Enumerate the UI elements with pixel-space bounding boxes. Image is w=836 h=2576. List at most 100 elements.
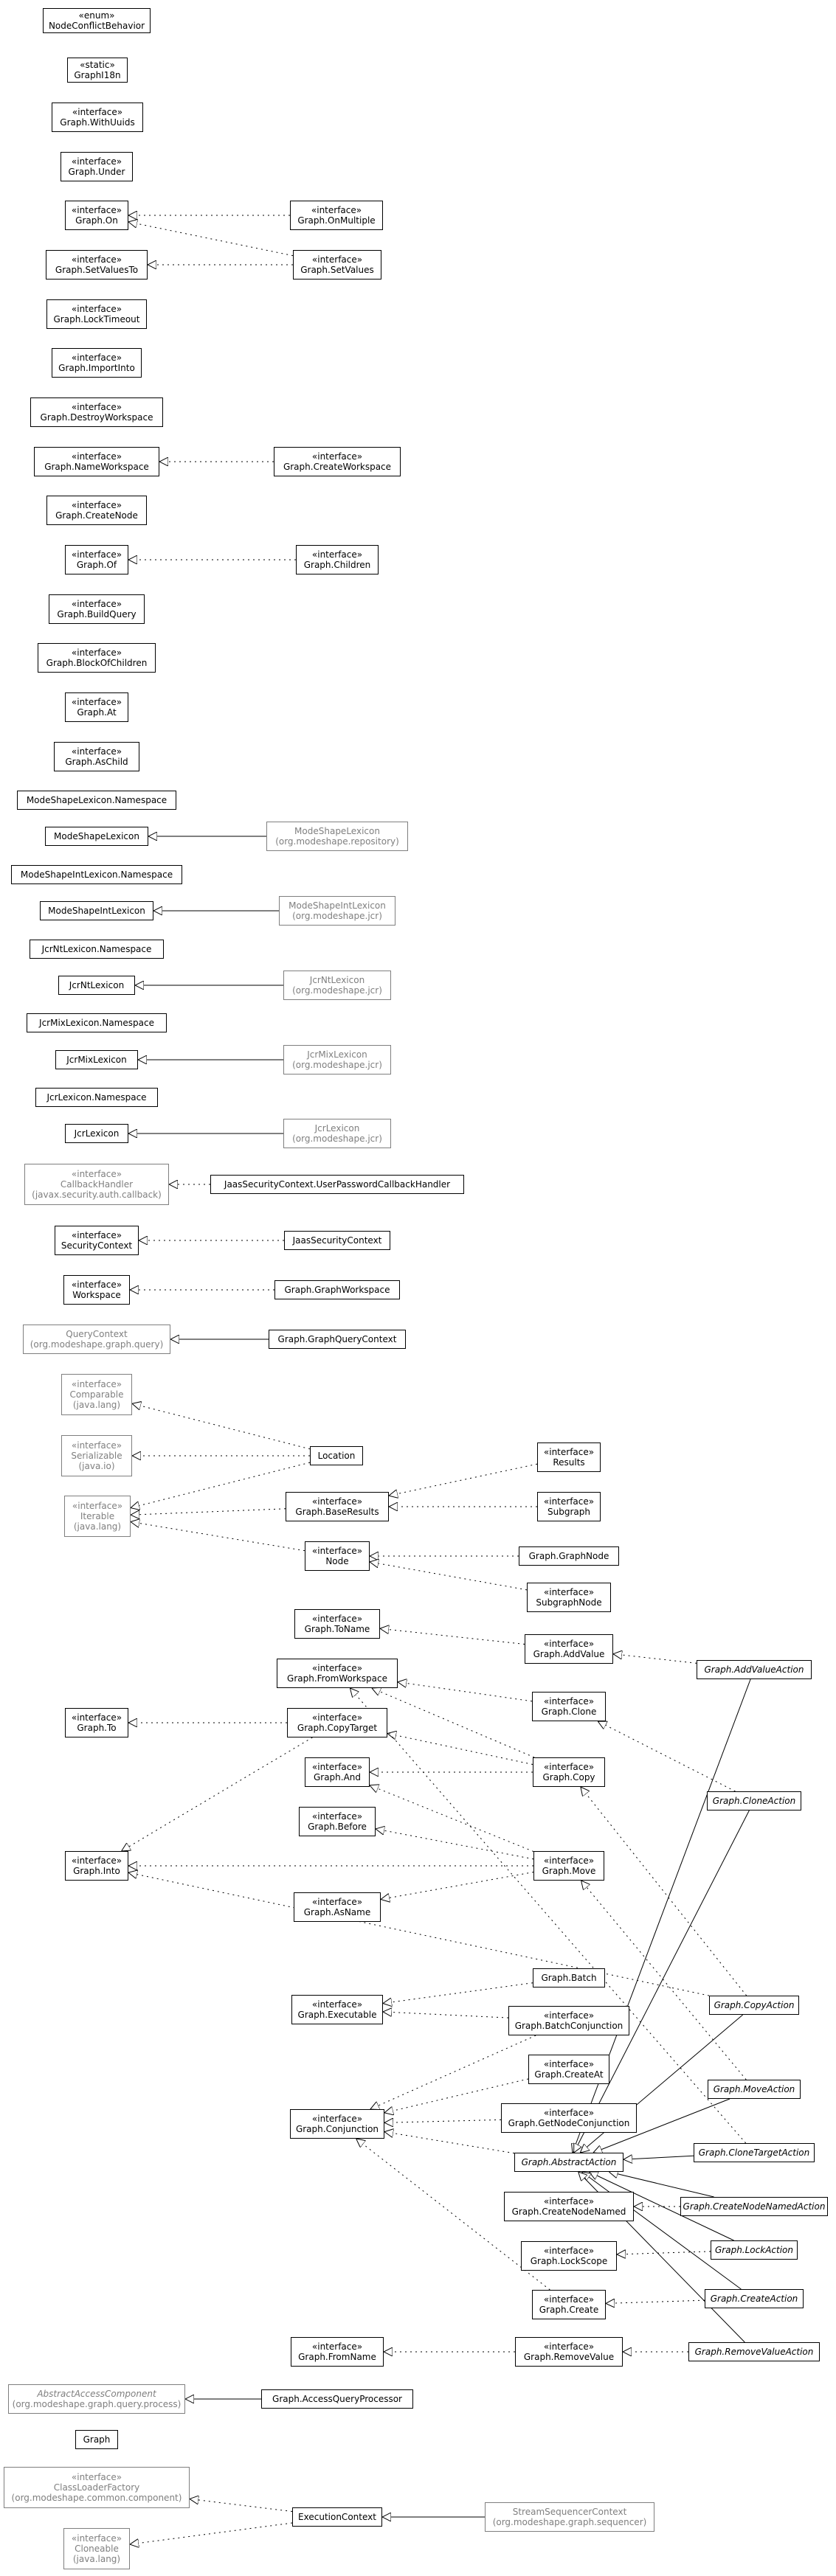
- graph-graphnode-box: Graph.GraphNode: [519, 1546, 619, 1566]
- graph-withuuids-box: «interface»Graph.WithUuids: [52, 103, 143, 132]
- copy-to-fromworkspace-realization-line: [372, 1688, 535, 1758]
- graph-fromname-box: «interface»Graph.FromName: [291, 2337, 384, 2367]
- copyaction-to-copy-realization-line: [581, 1787, 747, 1996]
- location-box: Location: [310, 1446, 363, 1465]
- graph-conjunction-box: «interface»Graph.Conjunction: [290, 2109, 384, 2139]
- graph-addvalue-box: «interface»Graph.AddValue: [525, 1634, 613, 1664]
- graph-createnodenamed-box: «interface»Graph.CreateNodeNamed: [504, 2192, 634, 2221]
- jcrntlexicon-namespace-box: JcrNtLexicon.Namespace: [30, 940, 164, 959]
- copy-to-copytarget-realization-line: [387, 1734, 533, 1766]
- graph-at-box: «interface»Graph.At: [65, 692, 128, 722]
- getnodeconjunction-to-conjunction-realization-line: [384, 2120, 502, 2122]
- graph-createnode-box: «interface»Graph.CreateNode: [46, 496, 147, 525]
- copyaction-to-into-realization-line: [128, 1872, 710, 1996]
- node-box: «interface»Node: [305, 1541, 370, 1571]
- graph-createaction-box: Graph.CreateAction: [705, 2289, 804, 2308]
- graph-copyaction-box: Graph.CopyAction: [709, 1996, 799, 2015]
- jaas-userpasswordcallbackhandler-box: JaasSecurityContext.UserPasswordCallback…: [210, 1175, 464, 1194]
- graph-on-box: «interface»Graph.On: [65, 201, 128, 230]
- results-to-baseresults-realization-line: [389, 1463, 538, 1496]
- abstractaction-to-conjunction-realization-line: [384, 2132, 515, 2154]
- addvalueaction-to-addvalue-realization-line: [613, 1654, 697, 1664]
- graph-aschild-box: «interface»Graph.AsChild: [54, 742, 139, 771]
- move-to-before-realization-line: [376, 1829, 534, 1860]
- graph-nameworkspace-box: «interface»Graph.NameWorkspace: [34, 447, 159, 476]
- executioncontext-to-cloneable-realization-line: [130, 2522, 293, 2544]
- securitycontext-box: «interface»SecurityContext: [55, 1226, 139, 1255]
- modeshapelexicon-box: ModeShapeLexicon: [45, 827, 148, 846]
- graph-baseresults-box: «interface»Graph.BaseResults: [286, 1492, 389, 1521]
- modeshapelexicon-repository-box: ModeShapeLexicon(org.modeshape.repositor…: [266, 822, 408, 851]
- results-box: «interface»Results: [537, 1443, 601, 1472]
- graph-destroyworkspace-box: «interface»Graph.DestroyWorkspace: [30, 397, 163, 427]
- graph-toname-box: «interface»Graph.ToName: [294, 1609, 380, 1639]
- jcrntlexicon-box: JcrNtLexicon: [58, 976, 135, 995]
- graph-createat-box: «interface»Graph.CreateAt: [528, 2055, 609, 2084]
- createnodenamedaction-to-abstractaction-generalization-line: [609, 2172, 714, 2198]
- location-to-iterable-realization-line: [131, 1462, 311, 1508]
- graph-and-box: «interface»Graph.And: [305, 1757, 370, 1787]
- graph-abstractaction-box: Graph.AbstractAction: [514, 2153, 623, 2172]
- graph-create-box: «interface»Graph.Create: [532, 2290, 606, 2319]
- graph-cloneaction-box: Graph.CloneAction: [707, 1791, 801, 1811]
- jaassecuritycontext-box: JaasSecurityContext: [284, 1231, 390, 1250]
- comparable-box: «interface»Comparable(java.lang): [61, 1374, 132, 1415]
- graph-move-box: «interface»Graph.Move: [533, 1851, 604, 1881]
- lockaction-to-lockscope-realization-line: [617, 2252, 711, 2254]
- serializable-box: «interface»Serializable(java.io): [61, 1435, 132, 1476]
- graph-into-box: «interface»Graph.Into: [65, 1851, 128, 1881]
- classloaderfactory-box: «interface»ClassLoaderFactory(org.modesh…: [4, 2467, 190, 2508]
- graph-onmultiple-box: «interface»Graph.OnMultiple: [290, 201, 383, 230]
- graph-of-box: «interface»Graph.Of: [65, 545, 128, 574]
- graph-moveaction-box: Graph.MoveAction: [708, 2080, 801, 2099]
- graph-clone-box: «interface»Graph.Clone: [532, 1692, 606, 1721]
- graph-setvalues-box: «interface»Graph.SetValues: [293, 250, 381, 280]
- cloneaction-to-clone-realization-line: [598, 1721, 736, 1792]
- graph-batch-box: Graph.Batch: [533, 1968, 605, 1987]
- move-to-and-realization-line: [370, 1785, 534, 1853]
- executioncontext-box: ExecutionContext: [292, 2507, 382, 2527]
- setvalues-to-on-realization-line: [128, 222, 294, 257]
- batchconjunction-to-conjunction-realization-line: [370, 2035, 536, 2109]
- workspace-box: «interface»Workspace: [63, 1275, 130, 1305]
- graph-blockofchildren-box: «interface»Graph.BlockOfChildren: [38, 643, 156, 673]
- graph-lockaction-box: Graph.LockAction: [711, 2240, 798, 2260]
- graph-copy-box: «interface»Graph.Copy: [533, 1757, 605, 1787]
- modeshapeintlexicon-jcr-box: ModeShapeIntLexicon(org.modeshape.jcr): [279, 896, 395, 926]
- createaction-to-abstractaction-generalization-line: [582, 2172, 742, 2290]
- moveaction-to-move-realization-line: [581, 1881, 747, 2080]
- moveaction-to-abstractaction-generalization-line: [593, 2098, 730, 2153]
- node-to-iterable-realization-line: [131, 1521, 305, 1552]
- graph-graphworkspace-box: Graph.GraphWorkspace: [274, 1280, 400, 1299]
- graph-asname-box: «interface»Graph.AsName: [294, 1892, 381, 1922]
- cloneaction-to-abstractaction-generalization-line: [574, 1810, 750, 2153]
- querycontext-box: QueryContext(org.modeshape.graph.query): [23, 1325, 170, 1354]
- graph-accessqueryprocessor-box: Graph.AccessQueryProcessor: [261, 2389, 413, 2409]
- iterable-box: «interface»Iterable(java.lang): [64, 1496, 131, 1537]
- graph-fromworkspace-box: «interface»Graph.FromWorkspace: [277, 1659, 398, 1688]
- subgraphnode-box: «interface»SubgraphNode: [527, 1583, 611, 1612]
- graph-graphquerycontext-box: Graph.GraphQueryContext: [269, 1330, 406, 1349]
- jcrmixlexicon-namespace-box: JcrMixLexicon.Namespace: [27, 1013, 167, 1032]
- move-to-asname-realization-line: [381, 1872, 534, 1900]
- jcrlexicon-jcr-box: JcrLexicon(org.modeshape.jcr): [283, 1119, 391, 1148]
- lockaction-to-abstractaction-generalization-line: [589, 2172, 734, 2241]
- graph-batchconjunction-box: «interface»Graph.BatchConjunction: [508, 2006, 629, 2035]
- addvalue-to-toname-realization-line: [380, 1628, 525, 1645]
- graphi18n-box: «static»GraphI18n: [67, 58, 128, 83]
- abstractaccesscomponent-box: AbstractAccessComponent(org.modeshape.gr…: [8, 2384, 185, 2414]
- jcrmixlexicon-box: JcrMixLexicon: [55, 1050, 138, 1069]
- graph-setvaluesto-box: «interface»Graph.SetValuesTo: [46, 250, 148, 280]
- clone-to-fromworkspace-realization-line: [398, 1682, 533, 1702]
- graph-lockscope-box: «interface»Graph.LockScope: [521, 2241, 617, 2271]
- executioncontext-to-classloaderfactory-realization-line: [190, 2499, 293, 2513]
- streamsequencercontext-box: StreamSequencerContext(org.modeshape.gra…: [485, 2502, 654, 2532]
- graph-locktimeout-box: «interface»Graph.LockTimeout: [46, 299, 147, 329]
- graph-removevalueaction-box: Graph.RemoveValueAction: [688, 2342, 820, 2361]
- callbackhandler-box: «interface»CallbackHandler(javax.securit…: [24, 1164, 169, 1205]
- nodeconflictbehavior-box: «enum»NodeConflictBehavior: [43, 8, 151, 33]
- jcrlexicon-namespace-box: JcrLexicon.Namespace: [35, 1088, 158, 1107]
- jcrmixlexicon-jcr-box: JcrMixLexicon(org.modeshape.jcr): [283, 1045, 391, 1075]
- location-to-comparable-realization-line: [132, 1403, 311, 1450]
